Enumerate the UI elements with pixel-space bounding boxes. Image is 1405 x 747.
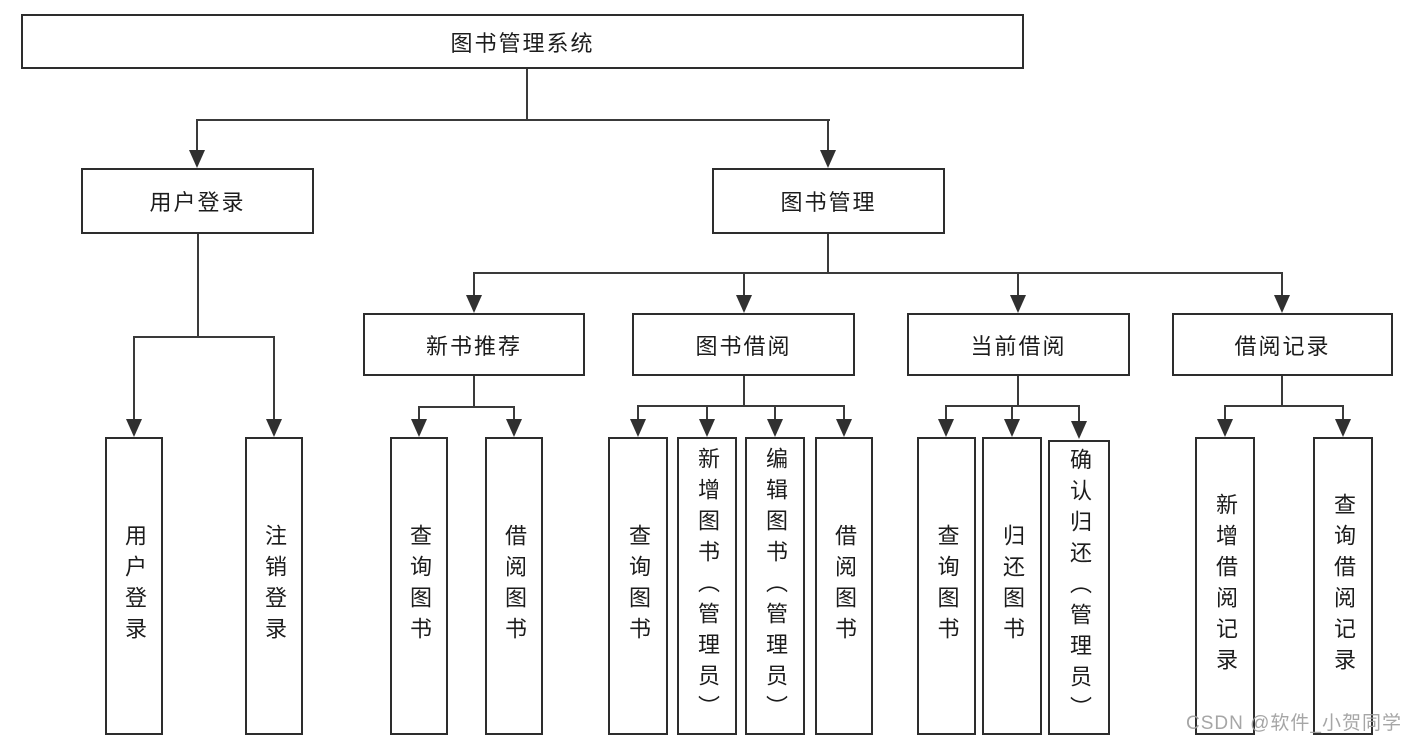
node-label: 新书推荐	[425, 333, 522, 359]
leaf-label: 新增借阅记录	[1213, 493, 1238, 679]
connector-line	[945, 405, 947, 421]
node-label: 用户登录	[149, 190, 246, 215]
leaf-query-books-current: 查询图书	[917, 437, 976, 735]
connector-line	[1342, 405, 1344, 421]
node-current-borrowing: 当前借阅	[907, 313, 1130, 376]
arrowhead-down-icon	[736, 295, 752, 313]
connector-line	[197, 234, 199, 338]
leaf-label: 用户登录	[122, 524, 147, 648]
connector-line	[133, 336, 135, 421]
connector-line	[1281, 376, 1283, 406]
arrowhead-down-icon	[1217, 419, 1233, 437]
connector-line	[706, 405, 708, 421]
arrowhead-down-icon	[1004, 419, 1020, 437]
arrowhead-down-icon	[266, 419, 282, 437]
connector-line	[637, 405, 639, 421]
leaf-label: 借阅图书	[502, 524, 527, 648]
node-borrowing-records: 借阅记录	[1172, 313, 1393, 376]
node-label: 当前借阅	[970, 333, 1067, 359]
leaf-borrow-books-recommend: 借阅图书	[485, 437, 543, 735]
leaf-user-login: 用户登录	[105, 437, 163, 735]
connector-line	[1224, 405, 1344, 407]
connector-line	[196, 119, 198, 152]
leaf-label: 查询图书	[934, 524, 960, 648]
leaf-label: 查询图书	[626, 524, 651, 648]
connector-line	[418, 406, 515, 408]
leaf-logout: 注销登录	[245, 437, 303, 735]
leaf-query-borrow-record: 查询借阅记录	[1313, 437, 1373, 735]
connector-line	[1224, 405, 1226, 421]
leaf-label: 新增图书（管理员）	[695, 446, 720, 726]
leaf-label: 注销登录	[262, 524, 287, 648]
arrowhead-down-icon	[189, 150, 205, 168]
node-book-borrowing: 图书借阅	[632, 313, 855, 376]
leaf-edit-book-admin: 编辑图书（管理员）	[745, 437, 805, 735]
connector-line	[1017, 272, 1019, 297]
leaf-query-books-recommend: 查询图书	[390, 437, 448, 735]
connector-line	[827, 234, 829, 274]
connector-line	[827, 119, 829, 152]
connector-line	[637, 405, 845, 407]
csdn-watermark: CSDN @软件_小贺同学	[1186, 713, 1402, 734]
leaf-label: 查询借阅记录	[1331, 493, 1356, 679]
leaf-query-books-borrowing: 查询图书	[608, 437, 668, 735]
leaf-label: 确认归还（管理员）	[1067, 448, 1092, 727]
leaf-label: 归还图书	[1000, 524, 1025, 648]
node-label: 图书借阅	[695, 333, 792, 359]
node-book-management: 图书管理	[712, 168, 945, 234]
node-new-book-recommend: 新书推荐	[363, 313, 585, 376]
arrowhead-down-icon	[1010, 295, 1026, 313]
leaf-add-borrow-record: 新增借阅记录	[1195, 437, 1255, 735]
node-label: 图书管理	[780, 190, 877, 215]
leaf-label: 编辑图书（管理员）	[763, 446, 788, 726]
connector-line	[774, 405, 776, 421]
connector-line	[1078, 405, 1080, 421]
connector-line	[133, 336, 275, 338]
arrowhead-down-icon	[1071, 421, 1087, 439]
leaf-borrow-books-borrowing: 借阅图书	[815, 437, 873, 735]
connector-line	[473, 376, 475, 407]
leaf-label: 借阅图书	[832, 524, 857, 648]
node-user-login: 用户登录	[81, 168, 314, 234]
arrowhead-down-icon	[836, 419, 852, 437]
connector-line	[273, 336, 275, 421]
arrowhead-down-icon	[466, 295, 482, 313]
arrowhead-down-icon	[126, 419, 142, 437]
leaf-add-book-admin: 新增图书（管理员）	[677, 437, 737, 735]
connector-line	[1281, 272, 1283, 297]
node-label: 图书管理系统	[450, 30, 595, 56]
connector-line	[513, 406, 515, 421]
arrowhead-down-icon	[630, 419, 646, 437]
arrowhead-down-icon	[411, 419, 427, 437]
arrowhead-down-icon	[938, 419, 954, 437]
connector-line	[196, 119, 830, 121]
arrowhead-down-icon	[820, 150, 836, 168]
connector-line	[1017, 376, 1019, 406]
leaf-confirm-return-admin: 确认归还（管理员）	[1048, 440, 1110, 735]
connector-line	[473, 272, 1283, 274]
arrowhead-down-icon	[1335, 419, 1351, 437]
connector-line	[418, 406, 420, 421]
arrowhead-down-icon	[699, 419, 715, 437]
leaf-return-books: 归还图书	[982, 437, 1042, 735]
connector-line	[526, 69, 528, 120]
connector-line	[743, 272, 745, 297]
node-root-book-management-system: 图书管理系统	[21, 14, 1024, 69]
node-label: 借阅记录	[1234, 333, 1331, 359]
connector-line	[473, 272, 475, 297]
connector-line	[1011, 405, 1013, 421]
leaf-label: 查询图书	[407, 524, 432, 648]
arrowhead-down-icon	[1274, 295, 1290, 313]
connector-line	[843, 405, 845, 421]
arrowhead-down-icon	[506, 419, 522, 437]
arrowhead-down-icon	[767, 419, 783, 437]
connector-line	[743, 376, 745, 406]
